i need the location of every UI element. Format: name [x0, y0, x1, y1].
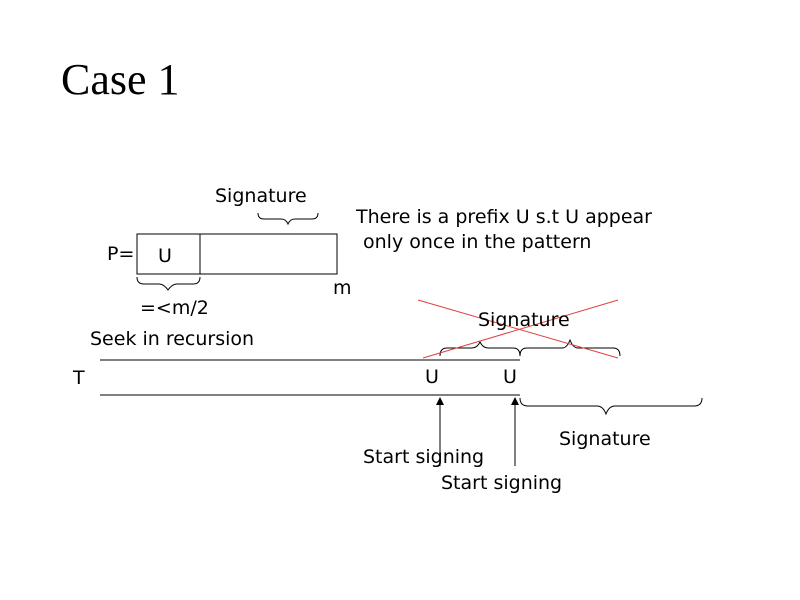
start-signing-label-2: Start signing [441, 472, 563, 494]
pattern-label: P= [107, 243, 135, 265]
signature-brace-bottom [519, 397, 703, 416]
signature-brace-1 [439, 340, 521, 357]
prefix-brace [136, 276, 201, 291]
cross-line-1 [417, 299, 619, 359]
prefix-note-line-1: There is a prefix U s.t U appear [356, 206, 652, 228]
recursion-label: Seek in recursion [90, 328, 255, 350]
slide-title: Case 1 [61, 55, 180, 104]
start-arrow-2-head [511, 397, 519, 405]
signature-label-top: Signature [215, 185, 307, 207]
start-arrow-1-head [436, 397, 444, 405]
signature-label-crossed: Signature [478, 309, 570, 331]
bound-label: =<m/2 [140, 297, 209, 319]
text-prefix-1: U [425, 366, 439, 388]
text-prefix-2: U [503, 366, 517, 388]
signature-brace-2 [519, 338, 621, 357]
signature-brace-top [257, 212, 319, 226]
prefix-label: U [158, 245, 172, 267]
pattern-length-label: m [333, 277, 352, 299]
text-label: T [73, 367, 85, 389]
start-signing-label-1: Start signing [363, 446, 485, 468]
cross-line-2 [422, 299, 619, 359]
prefix-note-line-2: only once in the pattern [363, 231, 592, 253]
signature-label-bottom: Signature [559, 428, 651, 450]
pattern-box [136, 233, 338, 275]
